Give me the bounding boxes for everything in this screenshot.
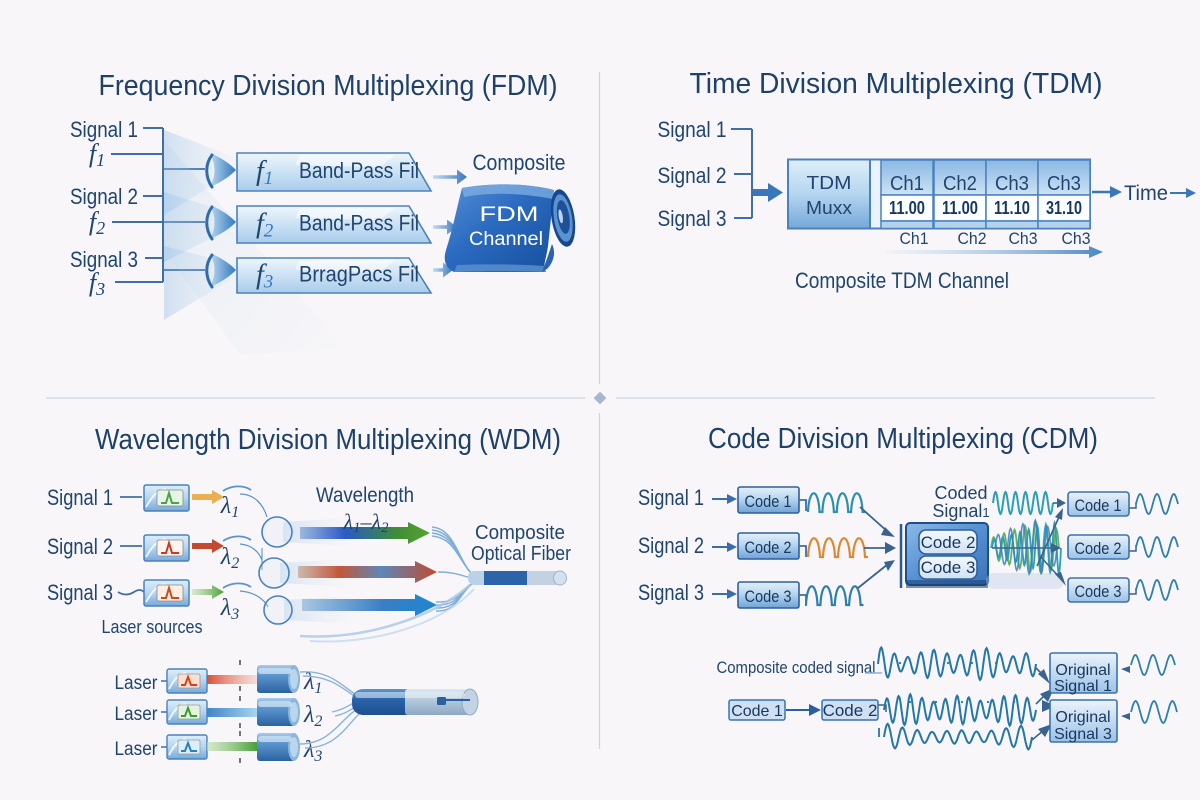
- svg-text:Code 2: Code 2: [921, 533, 976, 552]
- svg-text:11.10: 11.10: [994, 198, 1030, 218]
- svg-text:Composite coded signal: Composite coded signal: [717, 658, 876, 677]
- svg-text:Wavelength: Wavelength: [316, 484, 414, 507]
- svg-text:Laser: Laser: [115, 739, 159, 760]
- svg-text:Time Division Multiplexing (TD: Time Division Multiplexing (TDM): [690, 68, 1103, 100]
- svg-text:Muxx: Muxx: [806, 198, 852, 218]
- svg-text:Band-Pass Fil: Band-Pass Fil: [299, 211, 419, 236]
- svg-text:Original: Original: [1055, 662, 1110, 679]
- svg-text:Composite: Composite: [475, 522, 565, 544]
- svg-text:Code 2: Code 2: [745, 538, 792, 557]
- svg-text:FDM: FDM: [480, 203, 539, 226]
- svg-text:Signal 2: Signal 2: [638, 533, 704, 558]
- svg-text:Channel: Channel: [469, 229, 543, 250]
- svg-text:Code 3: Code 3: [921, 558, 976, 577]
- svg-text:Optical Fiber: Optical Fiber: [471, 543, 571, 565]
- svg-text:Signal 3: Signal 3: [658, 206, 727, 231]
- svg-text:Ch3: Ch3: [1009, 229, 1038, 248]
- svg-text:TDM: TDM: [807, 173, 852, 193]
- svg-text:Signal 1: Signal 1: [70, 117, 138, 142]
- svg-text:Ch3: Ch3: [1047, 173, 1081, 195]
- svg-text:Laser sources: Laser sources: [102, 617, 203, 637]
- svg-text:Ch2: Ch2: [958, 229, 987, 248]
- svg-text:Signal 3: Signal 3: [47, 580, 113, 605]
- svg-text:Code 2: Code 2: [1075, 539, 1122, 558]
- svg-text:Signal 1: Signal 1: [1054, 678, 1112, 695]
- svg-text:Wavelength Division Multiplexi: Wavelength Division Multiplexing (WDM): [95, 424, 561, 456]
- svg-text:Code 1: Code 1: [1075, 496, 1122, 515]
- svg-text:Band-Pass Fil: Band-Pass Fil: [299, 158, 419, 183]
- svg-text:Laser: Laser: [115, 704, 159, 725]
- svg-text:Signal 3: Signal 3: [638, 580, 704, 605]
- svg-text:31.10: 31.10: [1046, 198, 1082, 218]
- svg-text:11.00: 11.00: [889, 198, 925, 218]
- svg-text:Signal 1: Signal 1: [658, 117, 727, 142]
- svg-text:Ch1: Ch1: [890, 173, 924, 195]
- svg-text:Signal1: Signal1: [932, 501, 989, 521]
- svg-text:Ch1: Ch1: [900, 229, 929, 248]
- svg-text:Laser: Laser: [115, 673, 159, 694]
- svg-text:Code 3: Code 3: [1075, 582, 1122, 601]
- svg-text:11.00: 11.00: [942, 198, 978, 218]
- svg-text:Coded: Coded: [934, 483, 987, 503]
- svg-text:Signal 2: Signal 2: [70, 184, 138, 209]
- svg-text:Code 1: Code 1: [731, 703, 783, 720]
- svg-text:Time: Time: [1124, 182, 1168, 205]
- svg-text:Original: Original: [1055, 709, 1110, 726]
- svg-text:Signal 2: Signal 2: [47, 534, 113, 559]
- svg-text:Signal 3: Signal 3: [70, 247, 138, 272]
- svg-text:Composite TDM Channel: Composite TDM Channel: [795, 268, 1009, 293]
- svg-text:Code 2: Code 2: [823, 701, 878, 720]
- svg-text:Signal 1: Signal 1: [638, 485, 704, 510]
- svg-text:Signal 1: Signal 1: [47, 485, 113, 510]
- svg-text:Signal 3: Signal 3: [1054, 726, 1112, 743]
- svg-text:Composite: Composite: [473, 150, 566, 175]
- svg-text:Ch3: Ch3: [995, 173, 1029, 195]
- svg-text:Code 1: Code 1: [745, 492, 792, 511]
- svg-text:Signal 2: Signal 2: [658, 163, 727, 188]
- svg-text:Ch2: Ch2: [943, 173, 977, 195]
- svg-text:BrragPacs Fil: BrragPacs Fil: [299, 262, 419, 287]
- svg-text:Frequency Division Multiplexin: Frequency Division Multiplexing (FDM): [99, 70, 558, 102]
- svg-text:Ch3: Ch3: [1062, 229, 1091, 248]
- svg-text:Code 3: Code 3: [745, 587, 792, 606]
- svg-text:λ1–λ2: λ1–λ2: [342, 509, 389, 536]
- svg-text:Code Division Multiplexing (CD: Code Division Multiplexing (CDM): [708, 423, 1098, 455]
